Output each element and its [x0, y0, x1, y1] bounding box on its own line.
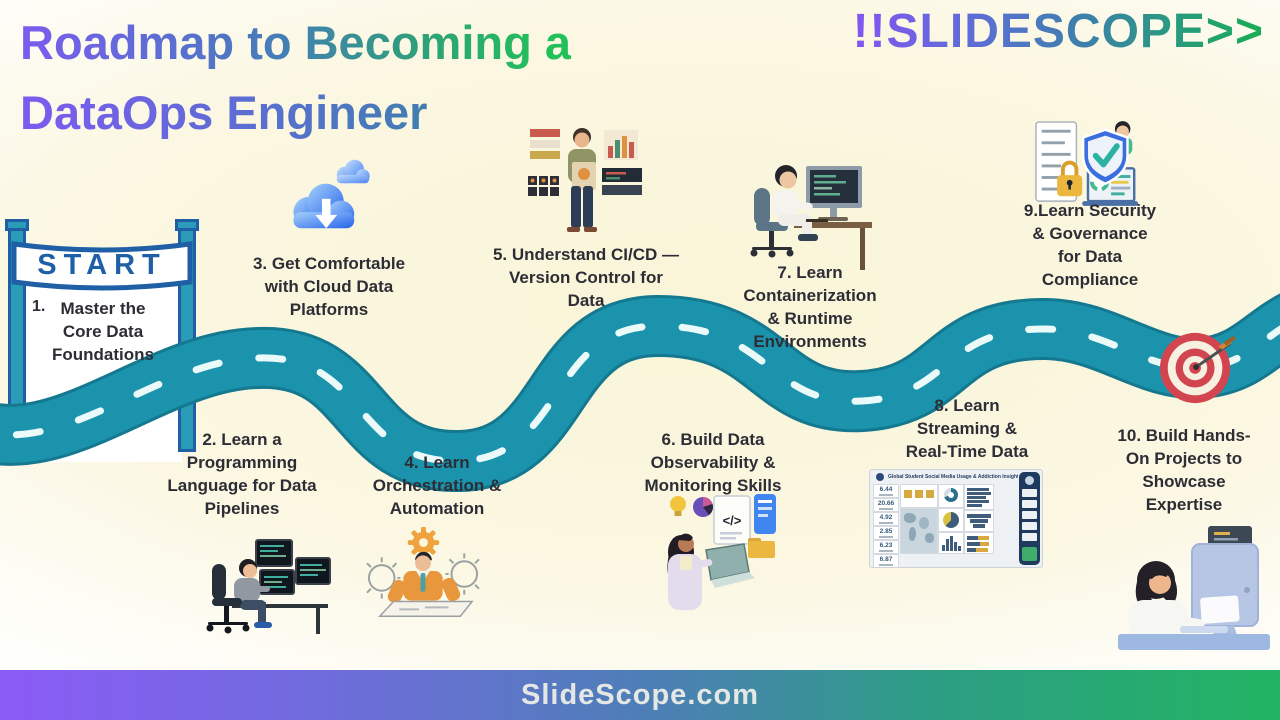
security-governance-illustration [1035, 121, 1139, 206]
step-3-label: 3. Get Comfortable with Cloud Data Platf… [252, 254, 406, 319]
dashboard-cards-panel [900, 484, 938, 508]
lightbulb-icon [670, 496, 686, 512]
step-6-label: 6. Build Data Observability & Monitoring… [644, 430, 782, 495]
start-sign-left-cap [5, 219, 29, 231]
dashboard-hbars [964, 484, 994, 510]
orchestration-illustration [366, 526, 480, 617]
target-icon [1159, 332, 1236, 404]
observability-illustration: </> [667, 494, 776, 610]
gear-icon [407, 526, 440, 559]
desk [1118, 634, 1270, 650]
footer-url: SlideScope.com [520, 678, 759, 711]
title-line-2: DataOps Engineer [20, 78, 571, 148]
dashboard-funnel [964, 510, 994, 532]
kpi-value: 2.85 [873, 526, 899, 540]
padlock-icon [1057, 160, 1083, 197]
container-person-illustration [750, 165, 872, 270]
projects-person-illustration [1118, 526, 1270, 650]
dashboard-histogram [938, 532, 964, 554]
shield-check-icon [1081, 128, 1129, 186]
start-label: START [37, 249, 167, 281]
page-title: Roadmap to Becoming a DataOps Engineer [20, 8, 571, 148]
dashboard-donut [938, 484, 964, 508]
dashboard-title: Global Student Social Media Usage & Addi… [888, 474, 1018, 480]
svg-text:</>: </> [723, 513, 742, 528]
step-1-number: 1. [32, 298, 46, 315]
kpi-value: 6.23 [873, 540, 899, 554]
dashboard-sidebar [1019, 472, 1040, 565]
dashboard-header: Global Student Social Media Usage & Addi… [870, 470, 1042, 483]
dashboard-pie [938, 508, 964, 532]
start-banner [11, 241, 193, 291]
outline-gear-icons [366, 553, 480, 599]
step-2-label: 2. Learn a Programming Language for Data… [167, 430, 317, 518]
start-sign-right-cap [175, 219, 199, 231]
step-8-label: 8. Learn Streaming & Real-Time Data [905, 396, 1029, 461]
step-10-label: 10. Build Hands- On Projects to Showcase… [1117, 426, 1251, 514]
step-1-label: Master the Core Data Foundations [52, 299, 154, 364]
step-7-label: 7. Learn Containerization & Runtime Envi… [743, 263, 877, 351]
kpi-value: 20.66 [873, 498, 899, 512]
kpi-value: 4.92 [873, 512, 899, 526]
folder-icon [748, 538, 775, 558]
dashboard-stacked-bars [964, 532, 994, 554]
pie-icon [693, 497, 713, 517]
cloud-download-icon [293, 159, 370, 229]
step-5-label: 5. Understand CI/CD — Version Control fo… [492, 245, 680, 310]
streaming-dashboard-illustration: Global Student Social Media Usage & Addi… [869, 469, 1043, 568]
programmer-illustration [206, 539, 331, 634]
step-9-label: 9.Learn Security & Governance for Data C… [1023, 201, 1157, 289]
icon-grid [528, 176, 559, 196]
dashboard-map [900, 508, 938, 554]
step-4-label: 4. Learn Orchestration & Automation [372, 453, 502, 518]
dashboard-logo-icon [876, 473, 884, 481]
footer-bar: SlideScope.com [0, 670, 1280, 720]
download-arrow [321, 198, 331, 216]
cicd-person-illustration [528, 128, 642, 232]
title-line-1: Roadmap to Becoming a [20, 8, 571, 78]
kpi-value: 6.87 [873, 554, 899, 567]
slidescope-logo: !!SLIDESCOPE>> [852, 5, 1264, 58]
kpi-value: 6.44 [873, 484, 899, 498]
